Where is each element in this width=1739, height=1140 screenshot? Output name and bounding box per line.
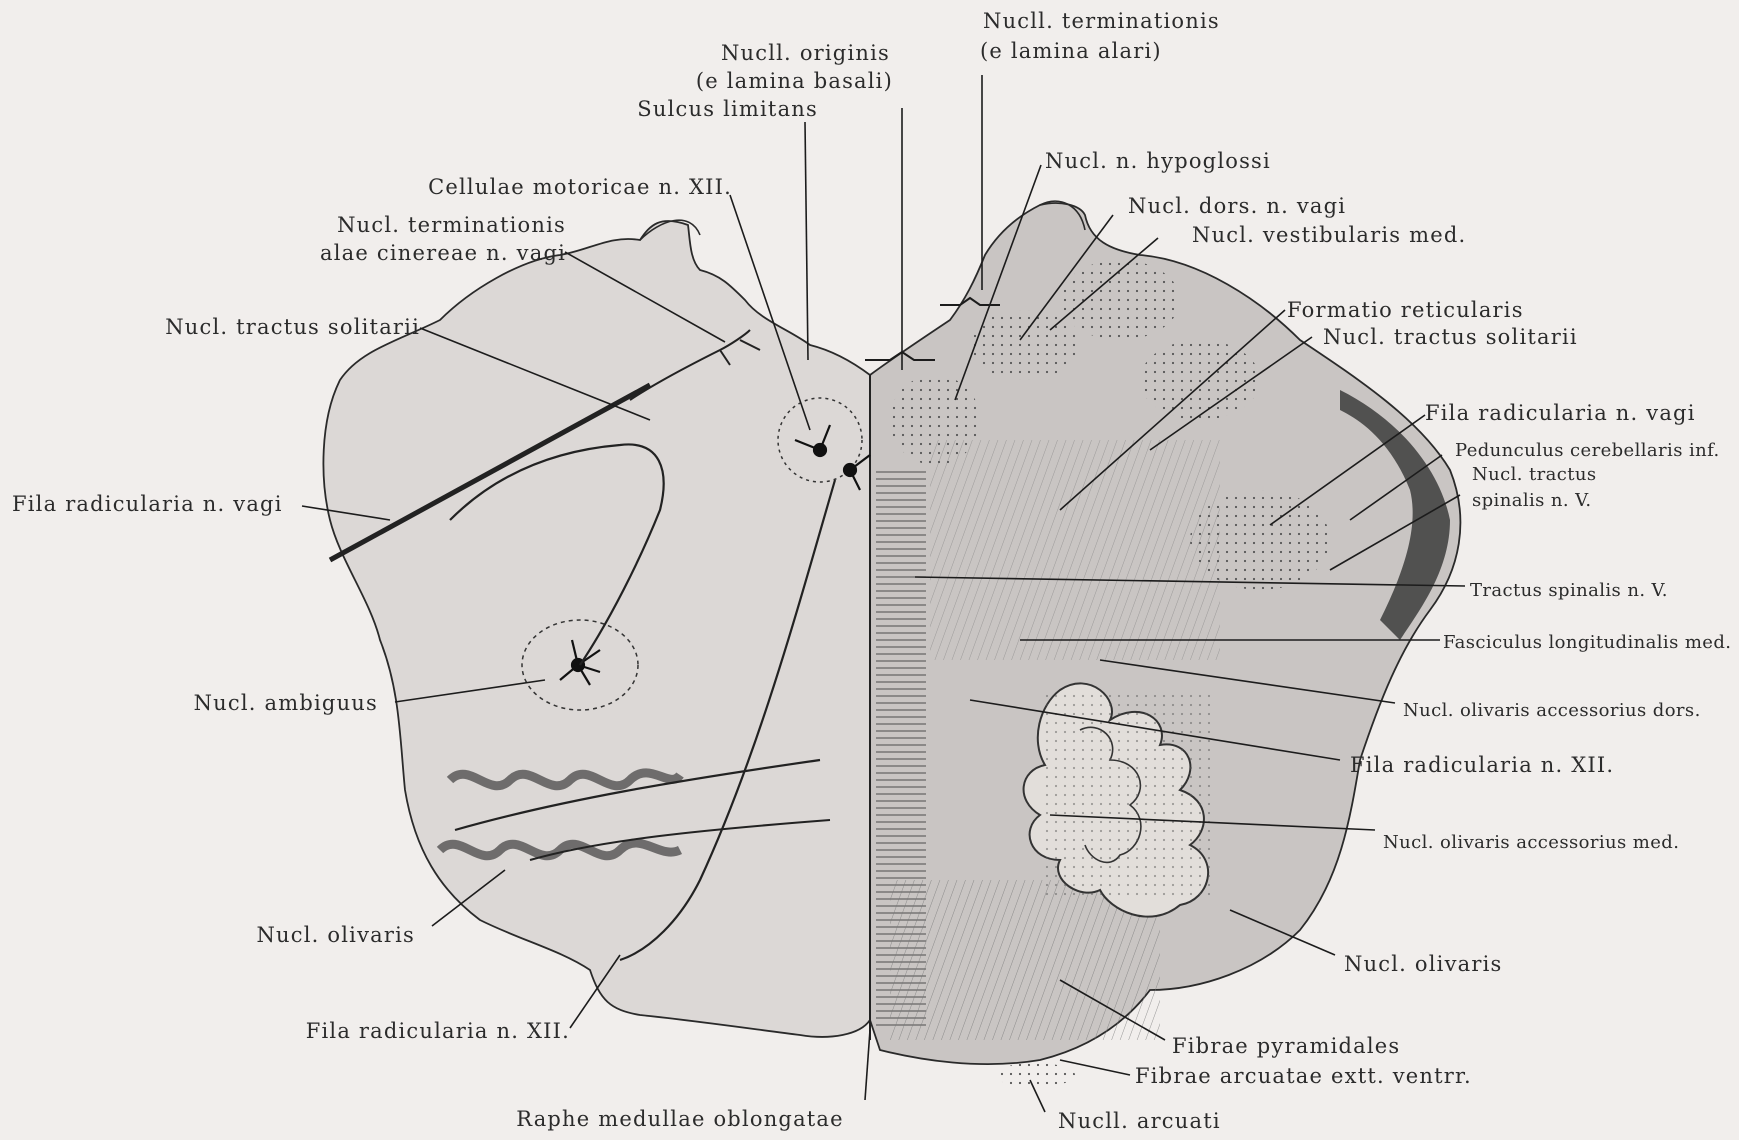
label-nucl-dors-n-vagi: Nucl. dors. n. vagi (1128, 193, 1346, 219)
label-nucl-tractus-solitarii-left: Nucl. tractus solitarii (160, 314, 420, 340)
label-fibrae-arcuatae: Fibrae arcuatae extt. ventrr. (1135, 1063, 1472, 1089)
hypoglossal-nucleus-dots (890, 375, 980, 465)
label-nucl-n-hypoglossi: Nucl. n. hypoglossi (1045, 148, 1271, 174)
label-nucl-tractus-spinalis-2: spinalis n. V. (1472, 488, 1592, 514)
solitary-nucleus-dots (1140, 340, 1260, 420)
dorsal-vagal-nucleus-dots (970, 310, 1080, 380)
label-nucl-olivaris-acc-dors: Nucl. olivaris accessorius dors. (1403, 698, 1701, 724)
label-nucl-tractus-spinalis-1: Nucl. tractus (1472, 462, 1597, 488)
label-nucl-ambiguus: Nucl. ambiguus (170, 690, 378, 716)
formatio-reticularis-texture (930, 440, 1220, 660)
right-olive-dots (1040, 690, 1210, 900)
label-fila-radicularia-xii-right: Fila radicularia n. XII. (1350, 752, 1614, 778)
left-half-outline (323, 221, 870, 1037)
label-nucll-terminationis: Nucll. terminationis (983, 8, 1220, 34)
label-fila-radicularia-vagi-left: Fila radicularia n. vagi (12, 491, 283, 517)
label-nucl-vestibularis-med: Nucl. vestibularis med. (1192, 222, 1466, 248)
spinal-v-nucleus-dots (1190, 490, 1330, 590)
label-fila-radicularia-xii-left: Fila radicularia n. XII. (280, 1018, 570, 1044)
label-nucl-terminationis-alae-2: alae cinereae n. vagi (300, 240, 566, 266)
arcuate-nucleus-dots (995, 1063, 1075, 1087)
label-nucll-arcuati: Nucll. arcuati (1058, 1108, 1221, 1134)
label-cellulae-motoricae: Cellulae motoricae n. XII. (380, 174, 732, 200)
label-e-lamina-basali: (e lamina basali) (640, 68, 893, 94)
label-nucl-tractus-solitarii-right: Nucl. tractus solitarii (1323, 324, 1578, 350)
label-raphe: Raphe medullae oblongatae (490, 1106, 870, 1132)
label-fibrae-pyramidales: Fibrae pyramidales (1172, 1033, 1400, 1059)
label-tractus-spinalis: Tractus spinalis n. V. (1470, 578, 1668, 604)
label-fila-radicularia-vagi-right: Fila radicularia n. vagi (1425, 400, 1696, 426)
label-formatio-reticularis: Formatio reticularis (1287, 297, 1524, 323)
label-e-lamina-alari: (e lamina alari) (980, 38, 1162, 64)
label-nucl-olivaris-acc-med: Nucl. olivaris accessorius med. (1383, 830, 1679, 856)
label-sulcus-limitans: Sulcus limitans (600, 96, 818, 122)
label-nucl-olivaris-left: Nucl. olivaris (230, 922, 415, 948)
label-fasciculus-longitudinalis: Fasciculus longitudinalis med. (1443, 630, 1731, 656)
label-nucl-terminationis-alae-1: Nucl. terminationis (300, 212, 566, 238)
label-nucl-olivaris-right: Nucl. olivaris (1344, 951, 1503, 977)
vestibular-nucleus-dots (1060, 260, 1180, 340)
label-pedunculus-cerebellaris: Pedunculus cerebellaris inf. (1455, 438, 1720, 464)
label-nucll-originis: Nucll. originis (640, 40, 890, 66)
